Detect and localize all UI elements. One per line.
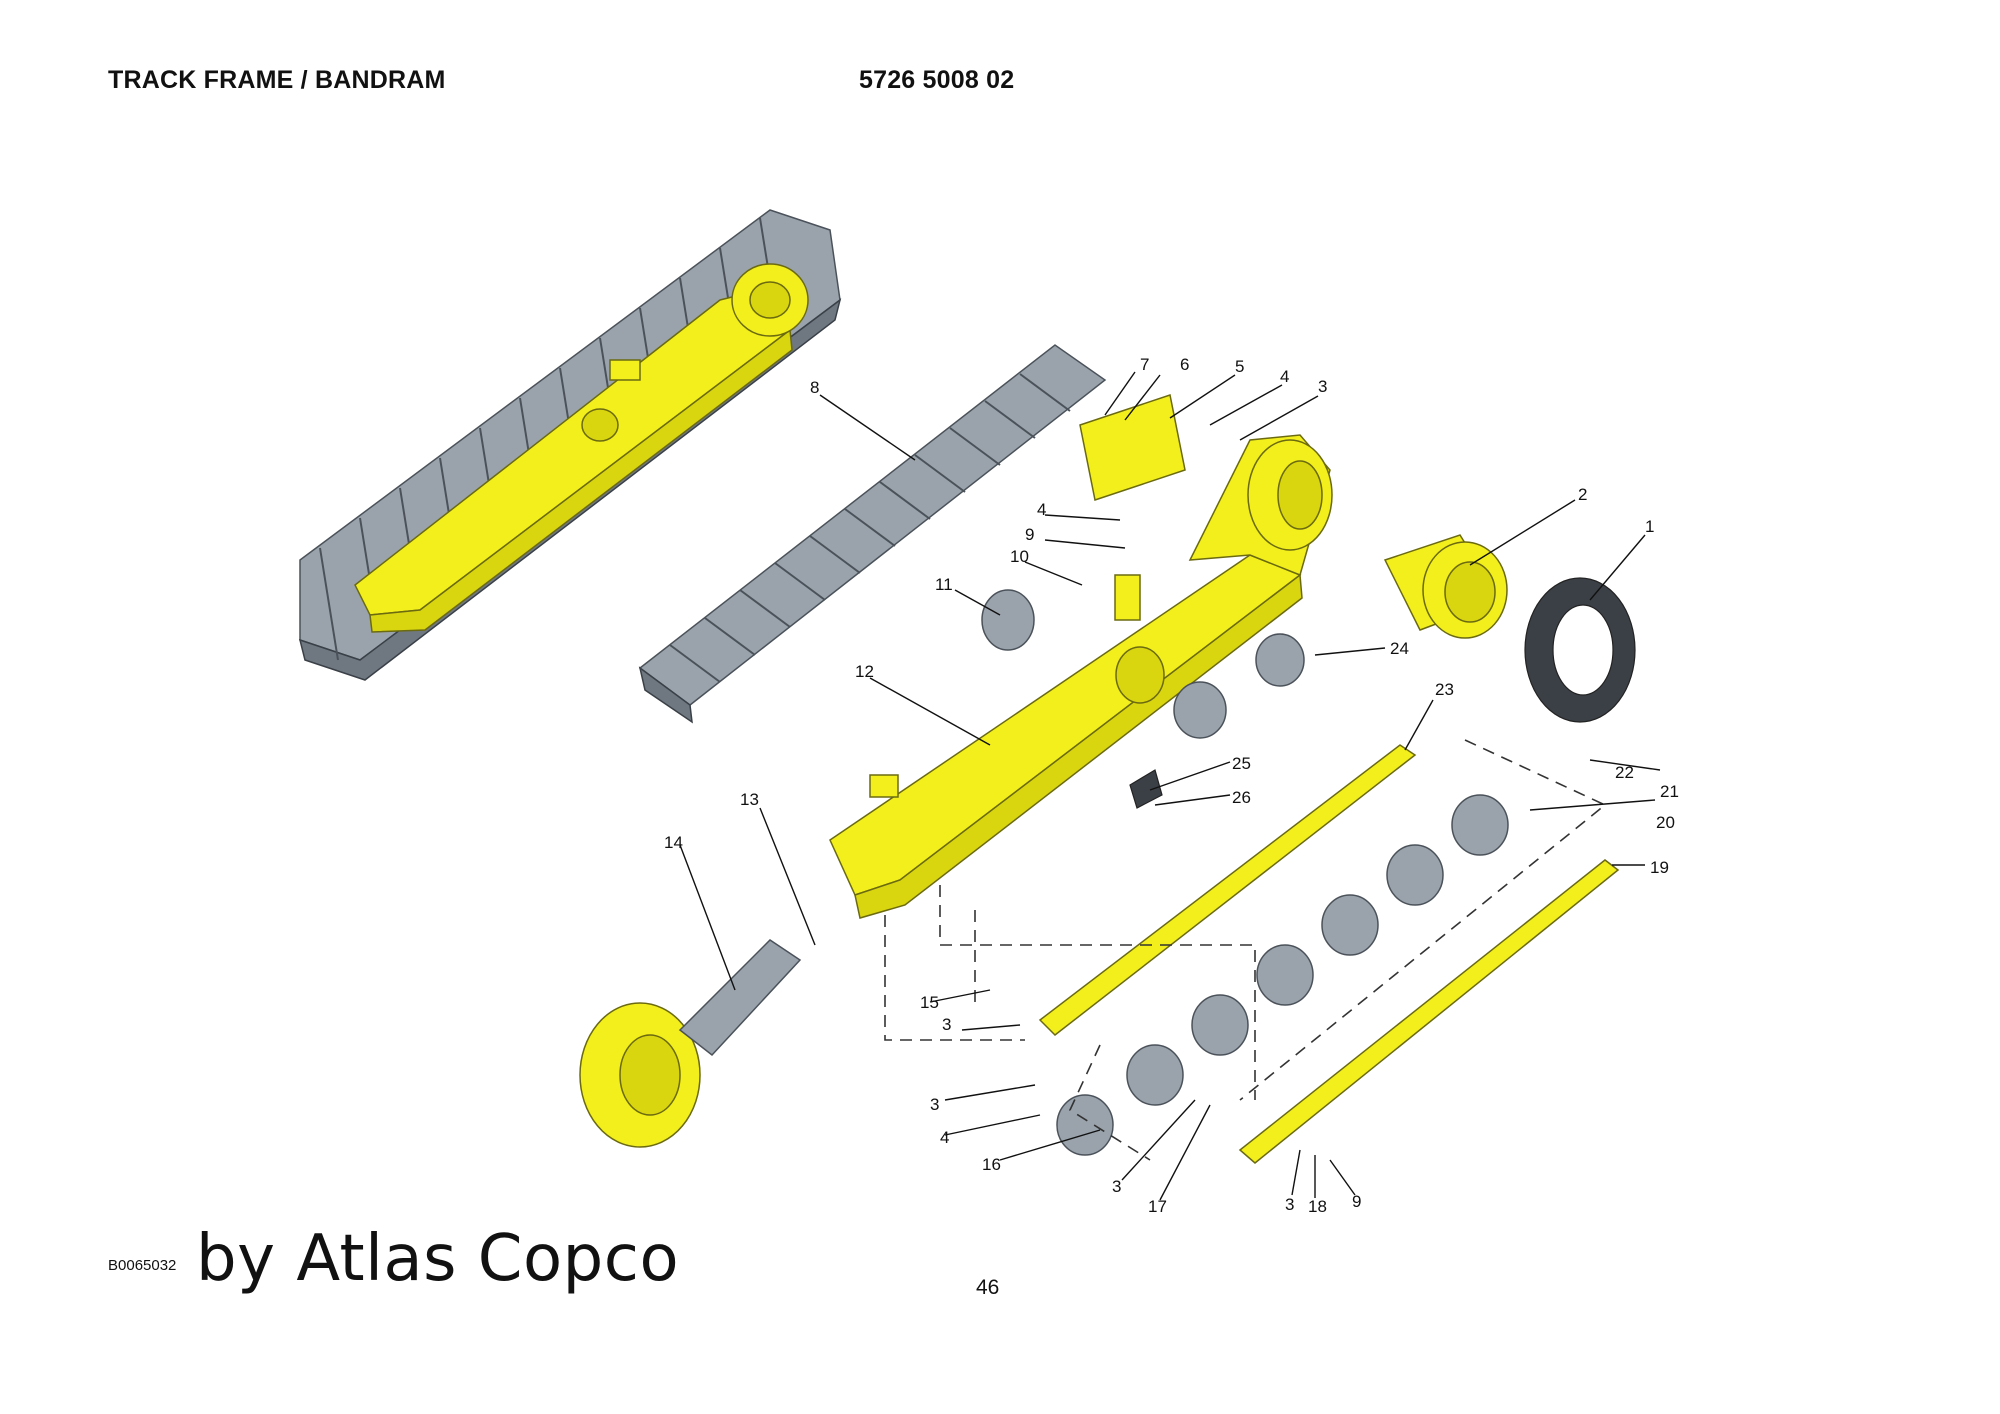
callout-14: 14 (664, 833, 683, 852)
callout-20: 20 (1656, 813, 1675, 832)
idler-part (579, 939, 802, 1148)
callout-3: 3 (1318, 377, 1327, 396)
callout-9: 9 (1025, 525, 1034, 544)
callout-2: 2 (1578, 485, 1587, 504)
callout-labels: 1 2 3 4 5 6 7 8 4 9 10 11 12 24 23 22 21… (664, 355, 1679, 1216)
callout-4: 4 (940, 1128, 949, 1147)
track-chain-part (638, 344, 1107, 724)
small-parts (981, 394, 1305, 809)
part-number: 5726 5008 02 (859, 66, 1015, 94)
callout-17: 17 (1148, 1197, 1167, 1216)
callout-13: 13 (740, 790, 759, 809)
callout-10: 10 (1010, 547, 1029, 566)
callout-5: 5 (1235, 357, 1244, 376)
callout-3: 3 (1285, 1195, 1294, 1214)
callout-23: 23 (1435, 680, 1454, 699)
callout-11: 11 (935, 575, 953, 594)
callout-26: 26 (1232, 788, 1251, 807)
page-number: 46 (976, 1276, 1000, 1299)
callout-25: 25 (1232, 754, 1251, 773)
track-frame-part (829, 434, 1333, 919)
callout-12: 12 (855, 662, 874, 681)
callout-3: 3 (942, 1015, 951, 1034)
callout-4: 4 (1280, 367, 1289, 386)
callout-16: 16 (982, 1155, 1001, 1174)
final-drive-part (1383, 534, 1508, 639)
sprocket-part (1524, 577, 1636, 723)
callout-21: 21 (1660, 782, 1679, 801)
callout-1: 1 (1645, 517, 1654, 536)
callout-8: 8 (810, 378, 819, 397)
track-roller-parts (1056, 794, 1509, 1156)
leader-lines (679, 371, 1661, 1201)
callout-7: 7 (1140, 355, 1149, 374)
brand-caption: by Atlas Copco (196, 1222, 680, 1296)
callout-9: 9 (1352, 1192, 1361, 1211)
callout-22: 22 (1615, 763, 1634, 782)
callout-18: 18 (1308, 1197, 1327, 1216)
page-title: TRACK FRAME / BANDRAM (108, 66, 446, 94)
callout-3: 3 (930, 1095, 939, 1114)
callout-6: 6 (1180, 355, 1189, 374)
callout-24: 24 (1390, 639, 1409, 658)
assembled-track-illustration (298, 209, 842, 681)
callout-3: 3 (1112, 1177, 1121, 1196)
figure-code: B0065032 (108, 1257, 177, 1274)
callout-4: 4 (1037, 500, 1046, 519)
callout-15: 15 (920, 993, 939, 1012)
track-guide-parts (1038, 744, 1620, 1164)
callout-19: 19 (1650, 858, 1669, 877)
